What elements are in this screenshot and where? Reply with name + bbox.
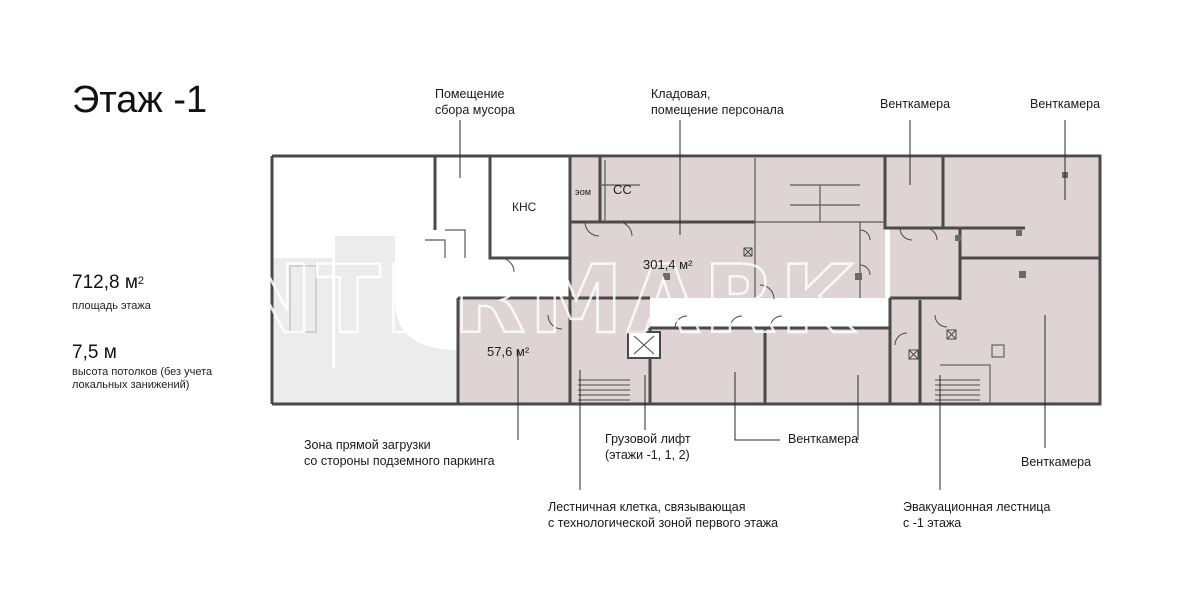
room-kns: КНС (512, 200, 537, 214)
callout-vent-3: Венткамера (788, 432, 859, 446)
leader-lines (459, 120, 1066, 490)
height-value: 7,5 м (72, 342, 117, 363)
callout-vent-2: Венткамера (1030, 97, 1101, 111)
callout-vent-4: Венткамера (1021, 455, 1092, 469)
loading-approach (272, 368, 458, 404)
watermark: INTERMARK (195, 246, 857, 355)
walls (270, 154, 1102, 406)
parking-car (289, 265, 317, 333)
callout-vent-1: Венткамера (880, 97, 951, 111)
room-eom: эом (575, 187, 591, 197)
room-loading-area: 57,6 м² (487, 344, 530, 359)
room-main-area: 301,4 м² (643, 257, 693, 272)
room-fills (458, 158, 1100, 404)
floor-title: Этаж -1 (72, 79, 208, 121)
freight-lift (627, 331, 661, 359)
room-ss: СС (613, 182, 632, 197)
area-label: площадь этажа (72, 300, 151, 312)
parking-zone (272, 258, 332, 368)
height-label: высота потолков (без учета локальных зан… (72, 366, 213, 391)
stairs (578, 364, 991, 404)
ramp (335, 236, 458, 368)
shaft-marks (743, 247, 1005, 360)
callout-storage: Кладовая,помещение персонала (651, 87, 784, 117)
door-swings (499, 221, 948, 346)
callout-freight-lift: Грузовой лифт(этажи -1, 1, 2) (605, 432, 691, 462)
area-value: 712,8 м2 (72, 272, 145, 293)
thin-walls (425, 158, 885, 298)
